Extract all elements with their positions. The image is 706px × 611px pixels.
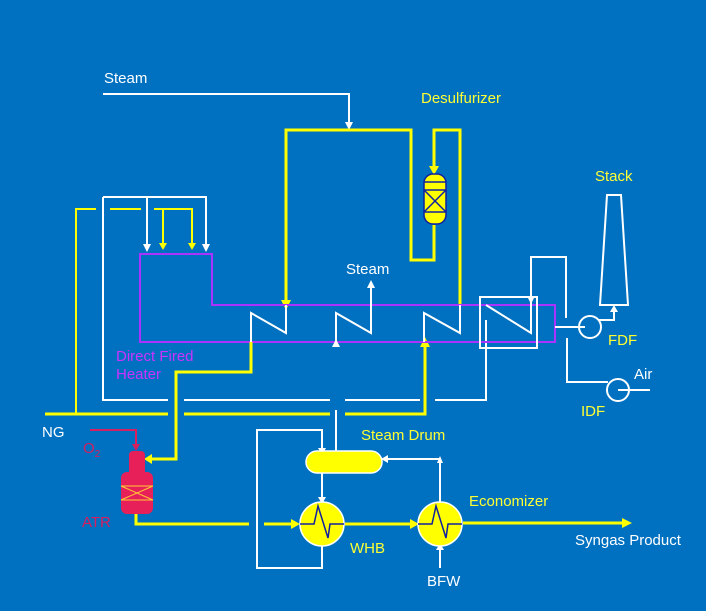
syngas-product-label: Syngas Product (575, 532, 681, 549)
arrow-icon (332, 339, 340, 347)
air-preheater (479, 296, 538, 349)
steam-feed-line (103, 93, 353, 130)
bfw-label: BFW (427, 573, 461, 590)
arrow-icon (143, 244, 151, 252)
steam-top-label: Steam (104, 70, 148, 87)
stack-label: Stack (595, 168, 633, 185)
whb-exchanger (299, 501, 345, 547)
atr-feed-line (150, 342, 253, 461)
arrow-icon (159, 243, 167, 250)
syngas-line (134, 514, 624, 526)
whb-label: WHB (350, 540, 385, 557)
arrow-icon (367, 280, 375, 288)
arrow-icon (429, 166, 439, 175)
o2-line (90, 429, 137, 446)
feed-gas-line (284, 128, 462, 305)
fdf-fan (555, 310, 615, 339)
steam-mid-label: Steam (346, 261, 390, 278)
arrow-icon (345, 122, 353, 130)
idf-fan (566, 338, 650, 402)
idf-label: IDF (581, 403, 606, 420)
stack (598, 194, 630, 306)
convection-coils (250, 285, 461, 342)
ng-header (45, 345, 427, 416)
economizer-label: Economizer (469, 493, 549, 510)
steam-drum-label: Steam Drum (361, 427, 446, 444)
fdf-label: FDF (608, 332, 638, 349)
arrow-icon (144, 454, 152, 464)
whb-circulation (256, 429, 323, 569)
economizer-exchanger (417, 501, 463, 547)
arrow-icon (202, 244, 210, 252)
steam-drum (305, 450, 383, 474)
air-label: Air (634, 366, 653, 383)
heater-label-2: Heater (116, 366, 162, 383)
ng-label: NG (42, 424, 65, 441)
fuel-gas-lines (75, 208, 193, 413)
direct-fired-heater (139, 253, 556, 343)
arrow-icon (188, 243, 196, 250)
desulfurizer-vessel (423, 173, 447, 225)
o2-label: O2 (83, 440, 101, 460)
atr-vessel (120, 451, 154, 514)
atr-label: ATR (82, 514, 111, 531)
heater-label-1: Direct Fired (116, 348, 194, 365)
desulfurizer-label: Desulfurizer (421, 90, 502, 107)
